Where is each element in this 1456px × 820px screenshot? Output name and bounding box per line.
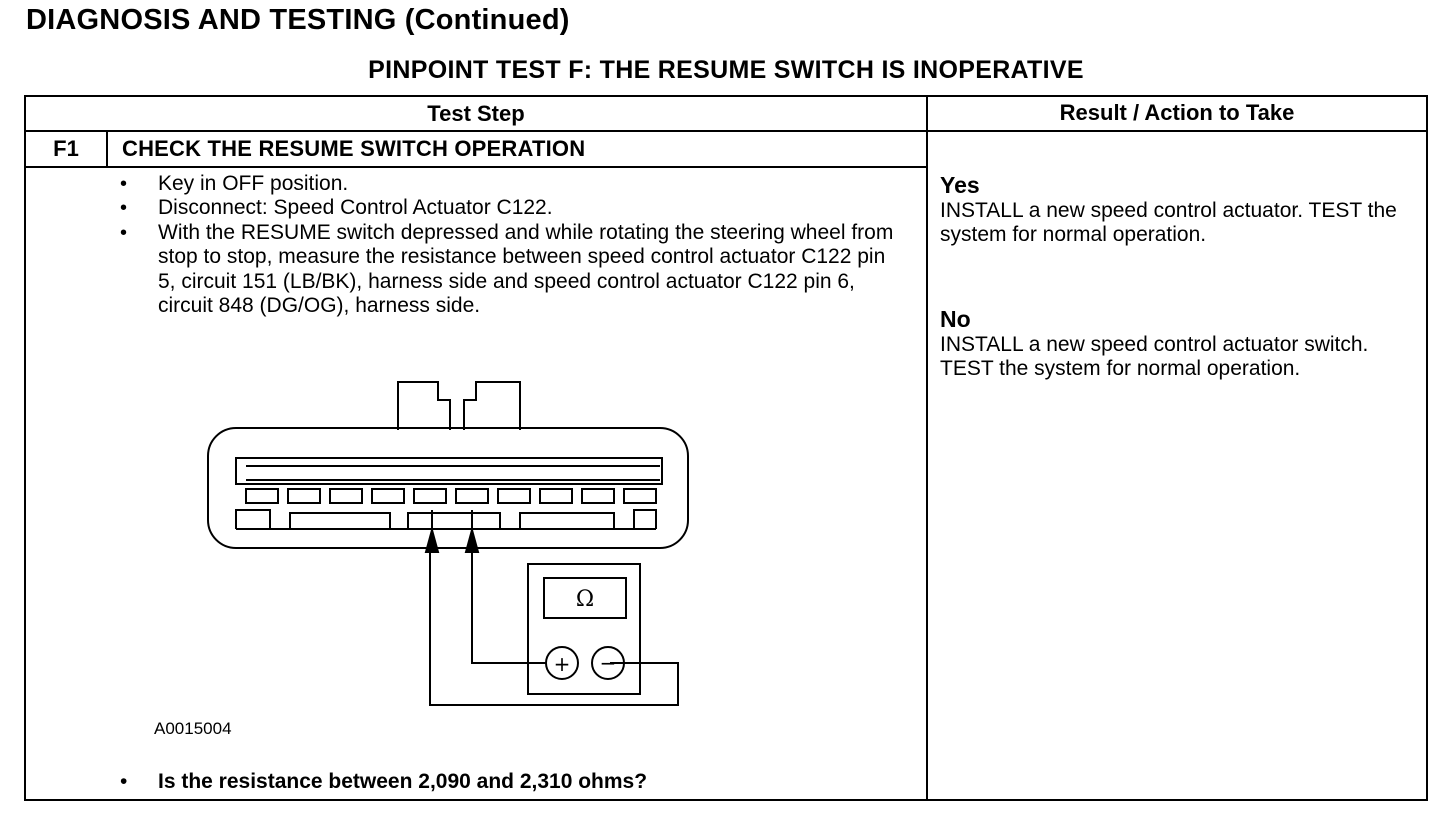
connector-keying bbox=[235, 509, 657, 529]
step-id-divider bbox=[106, 130, 108, 167]
ohmmeter-minus-terminal bbox=[591, 646, 625, 680]
step-title-divider bbox=[24, 166, 928, 168]
ohm-symbol: Ω bbox=[576, 587, 594, 612]
column-divider bbox=[926, 95, 928, 801]
connector-body bbox=[207, 427, 689, 549]
step-id: F1 bbox=[53, 136, 79, 161]
instruction-item: With the RESUME switch depressed and whi… bbox=[118, 221, 908, 319]
test-lead-negative-path bbox=[429, 552, 679, 706]
instruction-item: Disconnect: Speed Control Actuator C122. bbox=[118, 196, 908, 221]
step-title: CHECK THE RESUME SWITCH OPERATION bbox=[122, 136, 586, 161]
header-test-step: Test Step bbox=[427, 101, 525, 126]
result-yes-text: INSTALL a new speed control actuator. TE… bbox=[940, 199, 1397, 246]
minus-symbol: − bbox=[600, 651, 617, 675]
connector-latch bbox=[463, 381, 521, 430]
connector-ohmmeter-diagram: Ω + − bbox=[207, 381, 689, 706]
connector-pins bbox=[245, 488, 657, 504]
result-no-text: INSTALL a new speed control actuator swi… bbox=[940, 333, 1369, 380]
instruction-item: Key in OFF position. bbox=[118, 172, 908, 197]
header-divider bbox=[24, 130, 1428, 132]
page-title: DIAGNOSIS AND TESTING (Continued) bbox=[26, 4, 570, 36]
ohmmeter-body bbox=[527, 563, 641, 695]
pinpoint-test-title: PINPOINT TEST F: THE RESUME SWITCH IS IN… bbox=[368, 56, 1084, 84]
ohmmeter-display bbox=[543, 577, 627, 619]
table-frame bbox=[24, 95, 1428, 801]
step-instructions: Key in OFF position. Disconnect: Speed C… bbox=[118, 172, 908, 318]
connector-slot bbox=[235, 457, 663, 485]
test-lead-positive-path bbox=[471, 552, 546, 664]
header-result-action: Result / Action to Take bbox=[1059, 100, 1295, 125]
plus-symbol: + bbox=[554, 652, 571, 676]
connector-latch bbox=[397, 381, 451, 430]
result-yes-label: Yes bbox=[940, 172, 980, 198]
step-question: Is the resistance between 2,090 and 2,31… bbox=[118, 770, 647, 794]
figure-id: A0015004 bbox=[154, 719, 232, 738]
ohmmeter-plus-terminal bbox=[545, 646, 579, 680]
result-no-label: No bbox=[940, 306, 971, 332]
